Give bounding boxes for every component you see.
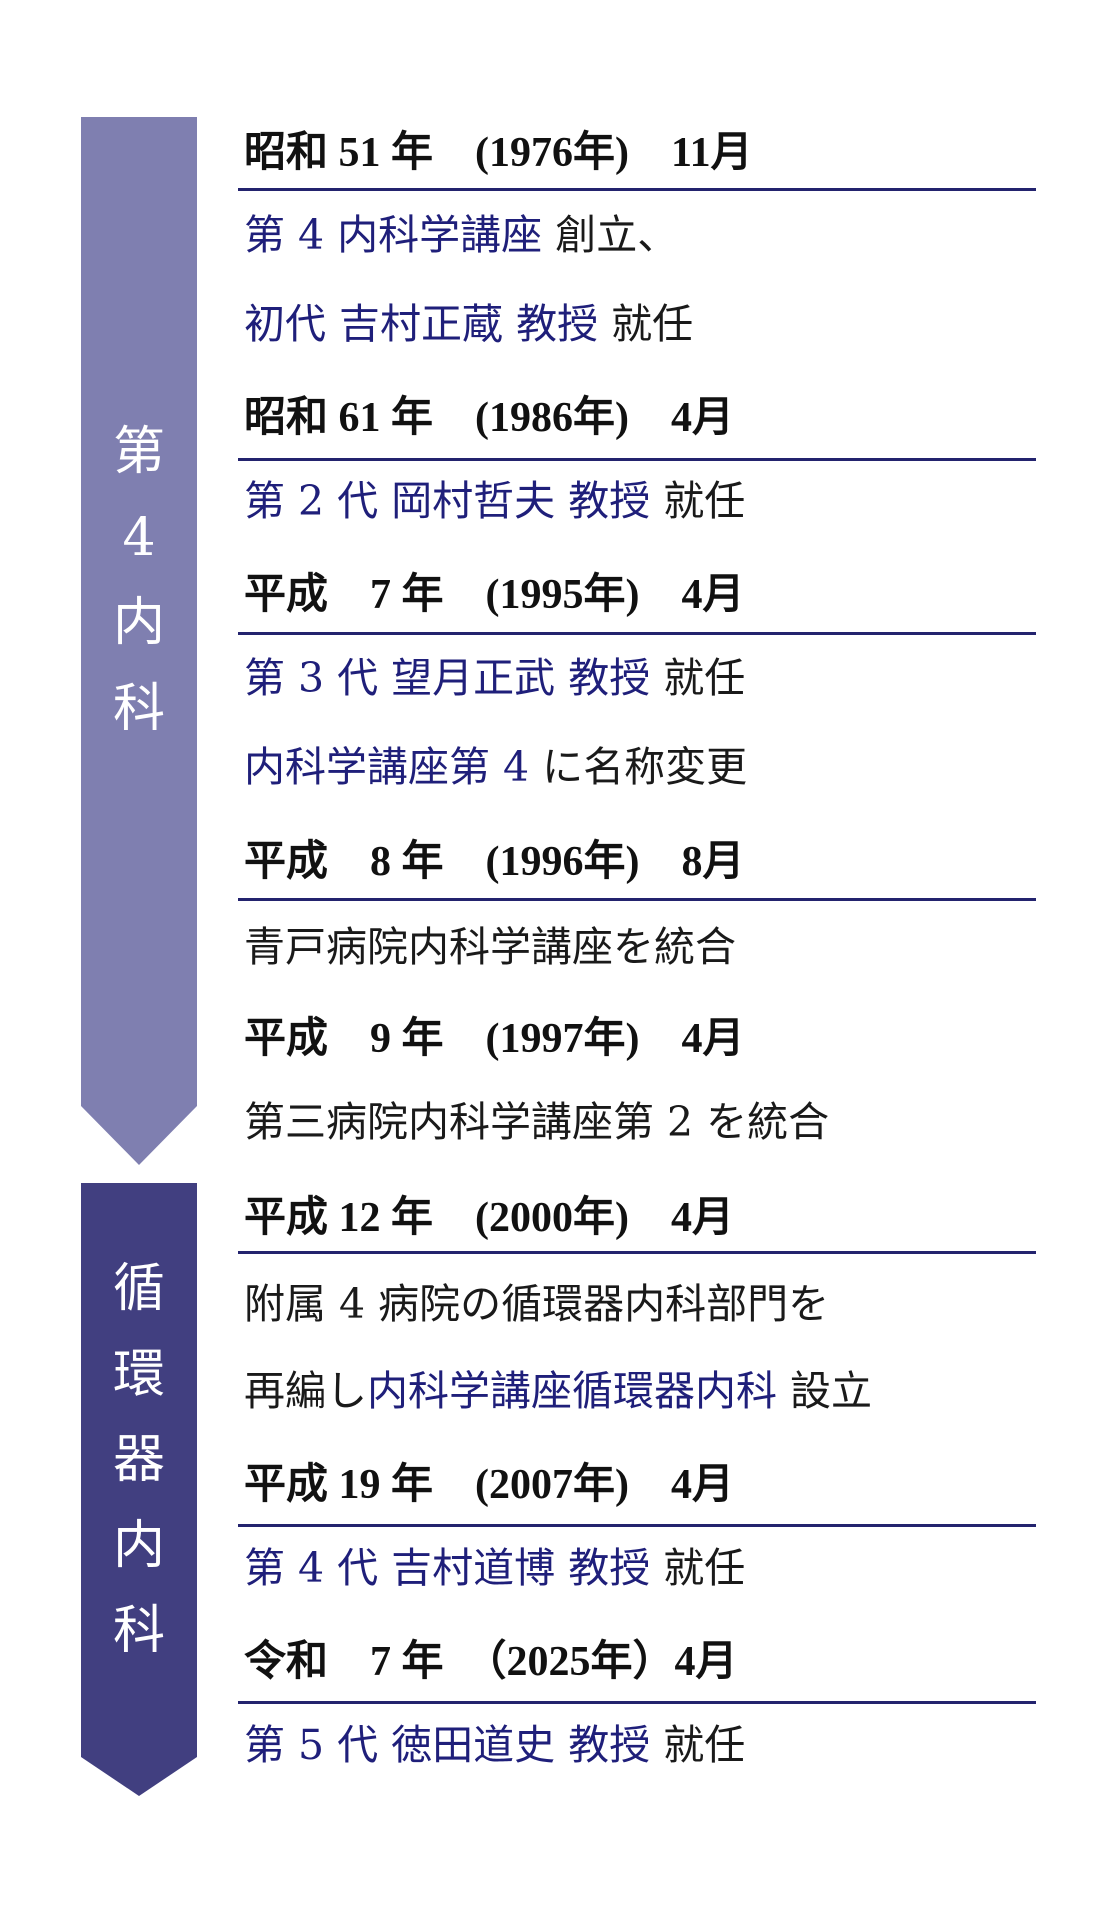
entry-description: 青戸病院内科学講座を統合	[244, 922, 736, 972]
heading-divider	[238, 188, 1036, 191]
highlighted-text: 内科学講座循環器内科	[367, 1367, 777, 1415]
era-label-char: 科	[112, 1601, 165, 1661]
entry-date-heading: 平成 7 年 (1995年) 4月	[244, 572, 745, 618]
entry-description: 再編し内科学講座循環器内科 設立	[244, 1366, 872, 1416]
arrow-down-icon	[81, 1757, 197, 1796]
entry-description: 内科学講座第 4 に名称変更	[244, 742, 747, 792]
heading-divider	[238, 1701, 1036, 1704]
heading-divider	[238, 458, 1036, 461]
plain-text: 附属 4 病院の循環器内科部門を	[244, 1280, 830, 1328]
era-label-char: 第	[112, 422, 165, 482]
plain-text: 青戸病院内科学講座を統合	[244, 923, 736, 971]
heading-divider	[238, 898, 1036, 901]
entry-date-heading: 平成 8 年 (1996年) 8月	[244, 839, 745, 885]
heading-divider	[238, 632, 1036, 635]
entry-description: 第 2 代 岡村哲夫 教授 就任	[244, 476, 745, 526]
entry-date-heading: 平成 9 年 (1997年) 4月	[244, 1016, 745, 1062]
entry-date-heading: 令和 7 年 （2025年）4月	[244, 1639, 738, 1685]
plain-text: 就任	[650, 1544, 746, 1592]
highlighted-text: 第 4 代 吉村道博 教授	[244, 1544, 651, 1592]
highlighted-text: 第 5 代 徳田道史 教授	[244, 1721, 651, 1769]
plain-text: 創立、	[542, 211, 679, 259]
entry-date-heading: 昭和 51 年 (1976年) 11月	[244, 130, 753, 176]
entry-date-heading: 平成 12 年 (2000年) 4月	[244, 1195, 734, 1241]
entry-description: 第 4 代 吉村道博 教授 就任	[244, 1543, 745, 1593]
entry-description: 第 5 代 徳田道史 教授 就任	[244, 1720, 745, 1770]
plain-text: 第三病院内科学講座第 2 を統合	[244, 1098, 830, 1146]
entry-date-heading: 昭和 61 年 (1986年) 4月	[244, 395, 734, 441]
era-bar-body	[81, 1183, 197, 1757]
plain-text: 就任	[650, 1721, 746, 1769]
era-label-char: 科	[112, 679, 165, 739]
era-label-char: 4	[122, 508, 156, 568]
heading-divider	[238, 1524, 1036, 1527]
heading-divider	[238, 1251, 1036, 1254]
entry-description: 第 3 代 望月正武 教授 就任	[244, 653, 745, 703]
highlighted-text: 第 3 代 望月正武 教授	[244, 654, 651, 702]
highlighted-text: 内科学講座第 4	[244, 743, 530, 791]
era-label-char: 器	[112, 1430, 165, 1490]
entry-description: 第 4 内科学講座 創立、	[244, 210, 678, 260]
highlighted-text: 初代 吉村正蔵 教授	[244, 300, 599, 348]
highlighted-text: 第 4 内科学講座	[244, 211, 543, 259]
plain-text: 再編し	[244, 1367, 367, 1415]
entry-description: 初代 吉村正蔵 教授 就任	[244, 299, 693, 349]
plain-text: 就任	[650, 654, 746, 702]
era-label-char: 内	[112, 593, 165, 653]
entry-description: 第三病院内科学講座第 2 を統合	[244, 1097, 829, 1147]
highlighted-text: 第 2 代 岡村哲夫 教授	[244, 477, 651, 525]
era-label-char: 内	[112, 1516, 165, 1576]
arrow-down-icon	[81, 1106, 197, 1165]
entry-date-heading: 平成 19 年 (2007年) 4月	[244, 1462, 734, 1508]
era-label-char: 循	[112, 1259, 165, 1319]
plain-text: 就任	[598, 300, 694, 348]
era-label-char: 環	[112, 1345, 165, 1405]
plain-text: 設立	[777, 1367, 873, 1415]
entry-description: 附属 4 病院の循環器内科部門を	[244, 1279, 829, 1329]
plain-text: に名称変更	[529, 743, 748, 791]
era-bar-body	[81, 117, 197, 1106]
plain-text: 就任	[650, 477, 746, 525]
